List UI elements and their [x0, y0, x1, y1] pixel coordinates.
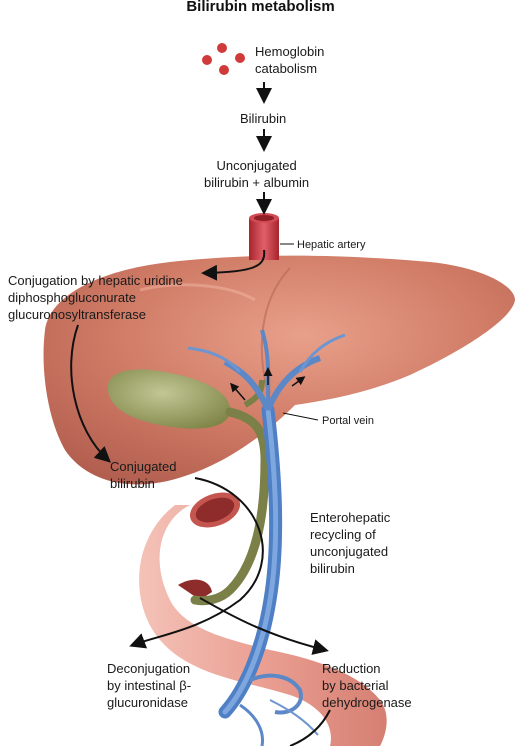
arrow-vein-left [230, 382, 246, 401]
label-reduction: Reduction by bacterial dehydrogenase [322, 661, 412, 710]
bile-duct [190, 407, 270, 606]
portal-vein-pointer [282, 412, 319, 421]
arrow-conjugation-to-conjugated [70, 324, 111, 463]
intestine [139, 492, 387, 746]
arrow-to-reduction [199, 597, 329, 655]
label-conjugation: Conjugation by hepatic uridine diphospho… [8, 273, 183, 322]
gallbladder [107, 369, 231, 429]
arrow-to-deconjugation [129, 477, 264, 649]
label-hepatic-artery: Hepatic artery [297, 239, 366, 251]
arrow-bottom-loop [289, 709, 331, 746]
arrow-to-conjugation [201, 249, 266, 281]
hepatic-artery [249, 213, 294, 260]
label-unconjugated-bilirubin: Unconjugated bilirubin + albumin [204, 158, 310, 190]
label-hemoglobin-catabolism: Hemoglobin catabolism [255, 44, 325, 76]
label-portal-vein: Portal vein [322, 415, 374, 427]
arrow-vein-right [291, 376, 306, 387]
label-enterohepatic-recycling: Enterohepatic recycling of unconjugated … [310, 510, 391, 576]
label-conjugated-bilirubin: Conjugated bilirubin [110, 459, 177, 491]
label-deconjugation: Deconjugation by intestinal β- glucuroni… [107, 661, 192, 710]
page-title: Bilirubin metabolism [186, 0, 335, 15]
liver [43, 255, 516, 485]
hemoglobin-icon [202, 43, 245, 75]
label-bilirubin: Bilirubin [240, 111, 287, 126]
